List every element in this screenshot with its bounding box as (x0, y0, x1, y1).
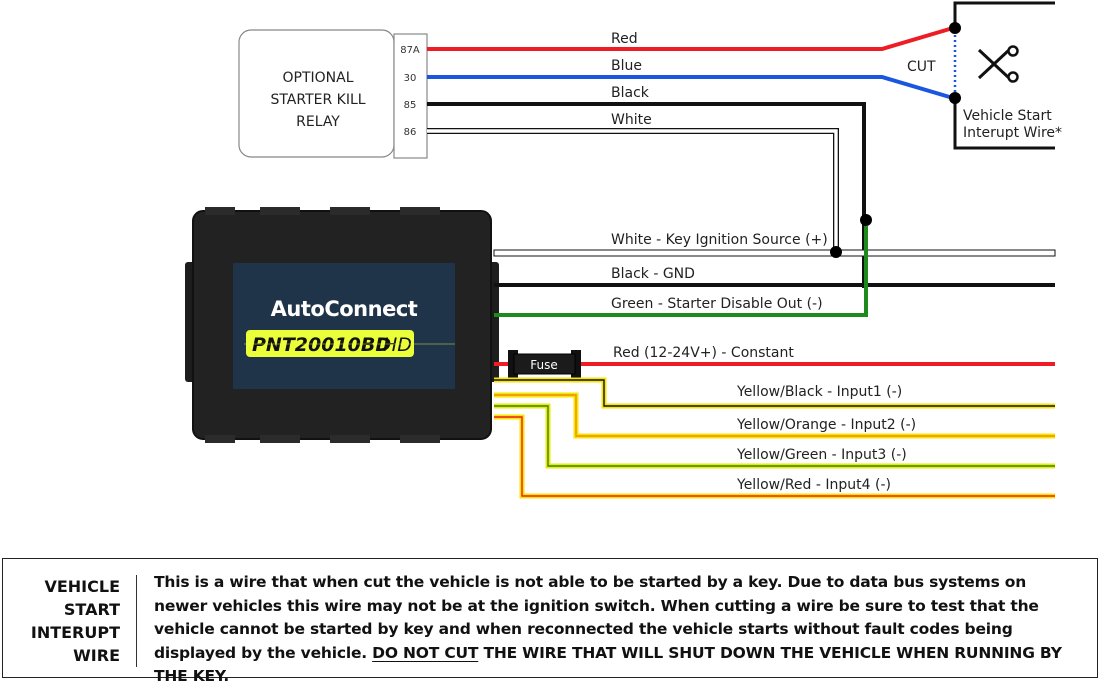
wire-red-constant-label: Red (12-24V+) - Constant (613, 345, 794, 361)
wire-input3-label: Yellow/Green - Input3 (-) (736, 447, 907, 463)
cut-label: CUT (907, 59, 936, 75)
relay-label-line2: STARTER KILL (270, 92, 365, 108)
wire-input4-label: Yellow/Red - Input4 (-) (736, 477, 891, 493)
interrupt-wire-note: VEHICLE START INTERUPT WIRE This is a wi… (2, 558, 1098, 685)
relay-wire-blue (427, 75, 954, 100)
device-model: PNT20010BD (252, 334, 391, 356)
junction-dot-blue (949, 92, 961, 104)
note-emphasis: DO NOT CUT (372, 643, 479, 662)
interrupt-wire-label-line1: Vehicle Start (963, 108, 1052, 124)
device-brand: AutoConnect (271, 297, 418, 321)
relay-pin-87a: 87A (400, 45, 420, 56)
device-model-badge (246, 330, 414, 357)
note-title-line2: START (63, 600, 120, 619)
wire-green-starter-disable (494, 226, 868, 317)
junction-dot-red (949, 22, 961, 34)
junction-dot-black-green (860, 214, 872, 226)
wire-white-ignition-label: White - Key Ignition Source (+) (611, 232, 828, 248)
relay-pin-85: 85 (404, 100, 417, 111)
device-label-panel (233, 263, 455, 389)
device-model-suffix: HD (383, 334, 412, 356)
optional-starter-kill-relay: OPTIONAL STARTER KILL RELAY 87A 30 85 86 (238, 29, 428, 159)
wire-black-gnd-label: Black - GND (611, 266, 695, 282)
relay-wire-white-label: White (611, 112, 652, 128)
relay-pin-block (393, 33, 428, 159)
interrupt-wire-label-line2: Interupt Wire* (963, 125, 1062, 141)
note-title: VEHICLE START INTERUPT WIRE (13, 575, 120, 667)
fuse-label: Fuse (530, 358, 558, 372)
wire-input2-label: Yellow/Orange - Input2 (-) (736, 417, 916, 433)
relay-pin-86: 86 (404, 127, 417, 138)
note-text: This is a wire that when cut the vehicle… (154, 573, 1039, 662)
wire-white-ignition (493, 249, 1056, 257)
junction-dot-white (830, 246, 842, 258)
relay-wire-blue-label: Blue (611, 58, 642, 74)
wire-input1-label: Yellow/Black - Input1 (-) (736, 384, 902, 400)
wire-input2-stripe (494, 394, 1055, 437)
interrupt-wire-upper (953, 1, 1055, 28)
note-body: This is a wire that when cut the vehicle… (154, 571, 1074, 689)
input-wires: Yellow/Black - Input1 (-) Yellow/Orange … (494, 377, 1055, 499)
relay-wire-red (427, 26, 954, 51)
main-wires: White - Key Ignition Source (+) Black - … (493, 214, 1056, 378)
wire-green-label: Green - Starter Disable Out (-) (611, 296, 823, 312)
note-divider (136, 575, 137, 667)
relay-wire-white (427, 129, 838, 250)
interrupt-wire-lower (953, 98, 1055, 150)
scissors-icon (977, 45, 1019, 83)
relay-wires: Red Blue Black White (427, 26, 954, 288)
vehicle-start-interrupt-wire: CUT Vehicle Start Interupt Wire* (907, 1, 1062, 150)
note-title-line4: WIRE (73, 646, 120, 665)
wire-input4-stripe (494, 416, 1055, 497)
wire-input3-stripe (494, 405, 1055, 467)
fuse: Fuse (508, 350, 581, 378)
relay-wire-black-label: Black (611, 85, 650, 101)
wire-input1-stripe (494, 379, 1055, 407)
note-title-line3: INTERUPT (30, 623, 120, 642)
note-title-line1: VEHICLE (44, 577, 120, 596)
relay-wire-red-label: Red (611, 31, 638, 47)
relay-label-line3: RELAY (296, 114, 340, 130)
autoconnect-device: AutoConnect PNT20010BD HD (185, 207, 499, 443)
relay-label-line1: OPTIONAL (282, 70, 353, 86)
note-warning: THE WIRE THAT WILL SHUT DOWN THE VEHICLE… (154, 643, 1062, 686)
relay-pin-30: 30 (404, 73, 417, 84)
